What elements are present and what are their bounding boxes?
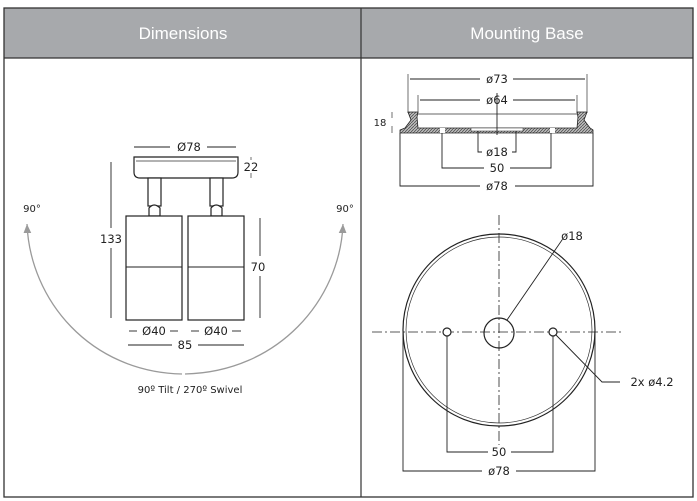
section-hole-spacing-label: 50 [490, 161, 505, 175]
tilt-arc-right [184, 223, 347, 375]
head-height-label: 70 [251, 260, 266, 274]
plan-base-diameter-label: ø78 [488, 464, 510, 478]
center-hole [483, 317, 515, 349]
dimensions-drawing: 90° 90° Ø78 22 133 70 Ø40 Ø40 85 90º Til… [23, 140, 354, 396]
base-height-label: 18 [374, 118, 387, 129]
fixing-hole-right [548, 327, 558, 337]
head-diameter-left-label: Ø40 [142, 324, 166, 338]
head-diameter-right-label: Ø40 [204, 324, 228, 338]
tilt-swivel-caption: 90º Tilt / 270º Swivel [138, 385, 243, 396]
base-plate [133, 156, 239, 179]
tilt-arc-left [23, 223, 183, 375]
header-dimensions: Dimensions [139, 24, 228, 43]
overall-height-label: 133 [100, 232, 122, 246]
base-diameter-label: Ø78 [177, 140, 201, 154]
table-frame: Dimensions Mounting Base [3, 7, 694, 498]
stem-left [147, 177, 162, 207]
outer-top-diameter-label: ø73 [486, 72, 508, 86]
stem-right [209, 177, 224, 207]
head-right [187, 215, 245, 321]
fixing-hole-left [442, 327, 452, 337]
angle-right-label: 90° [336, 204, 354, 215]
plan-hole-spacing-label: 50 [492, 445, 507, 459]
plan-center-hole-label: ø18 [561, 229, 583, 243]
mounting-base-section: ø73 ø64 18 ø18 50 ø78 [374, 72, 594, 193]
overall-width-label: 85 [178, 338, 193, 352]
header-mounting-base: Mounting Base [470, 24, 583, 43]
fixing-holes-label: 2x ø4.2 [630, 375, 673, 389]
section-center-hole-label: ø18 [486, 145, 508, 159]
header-row [4, 8, 693, 58]
mounting-base-plan: ø18 2x ø4.2 50 ø78 [372, 215, 674, 478]
base-height-label: 22 [244, 160, 259, 174]
angle-left-label: 90° [23, 204, 41, 215]
section-base-diameter-label: ø78 [486, 179, 508, 193]
head-left [125, 215, 183, 321]
